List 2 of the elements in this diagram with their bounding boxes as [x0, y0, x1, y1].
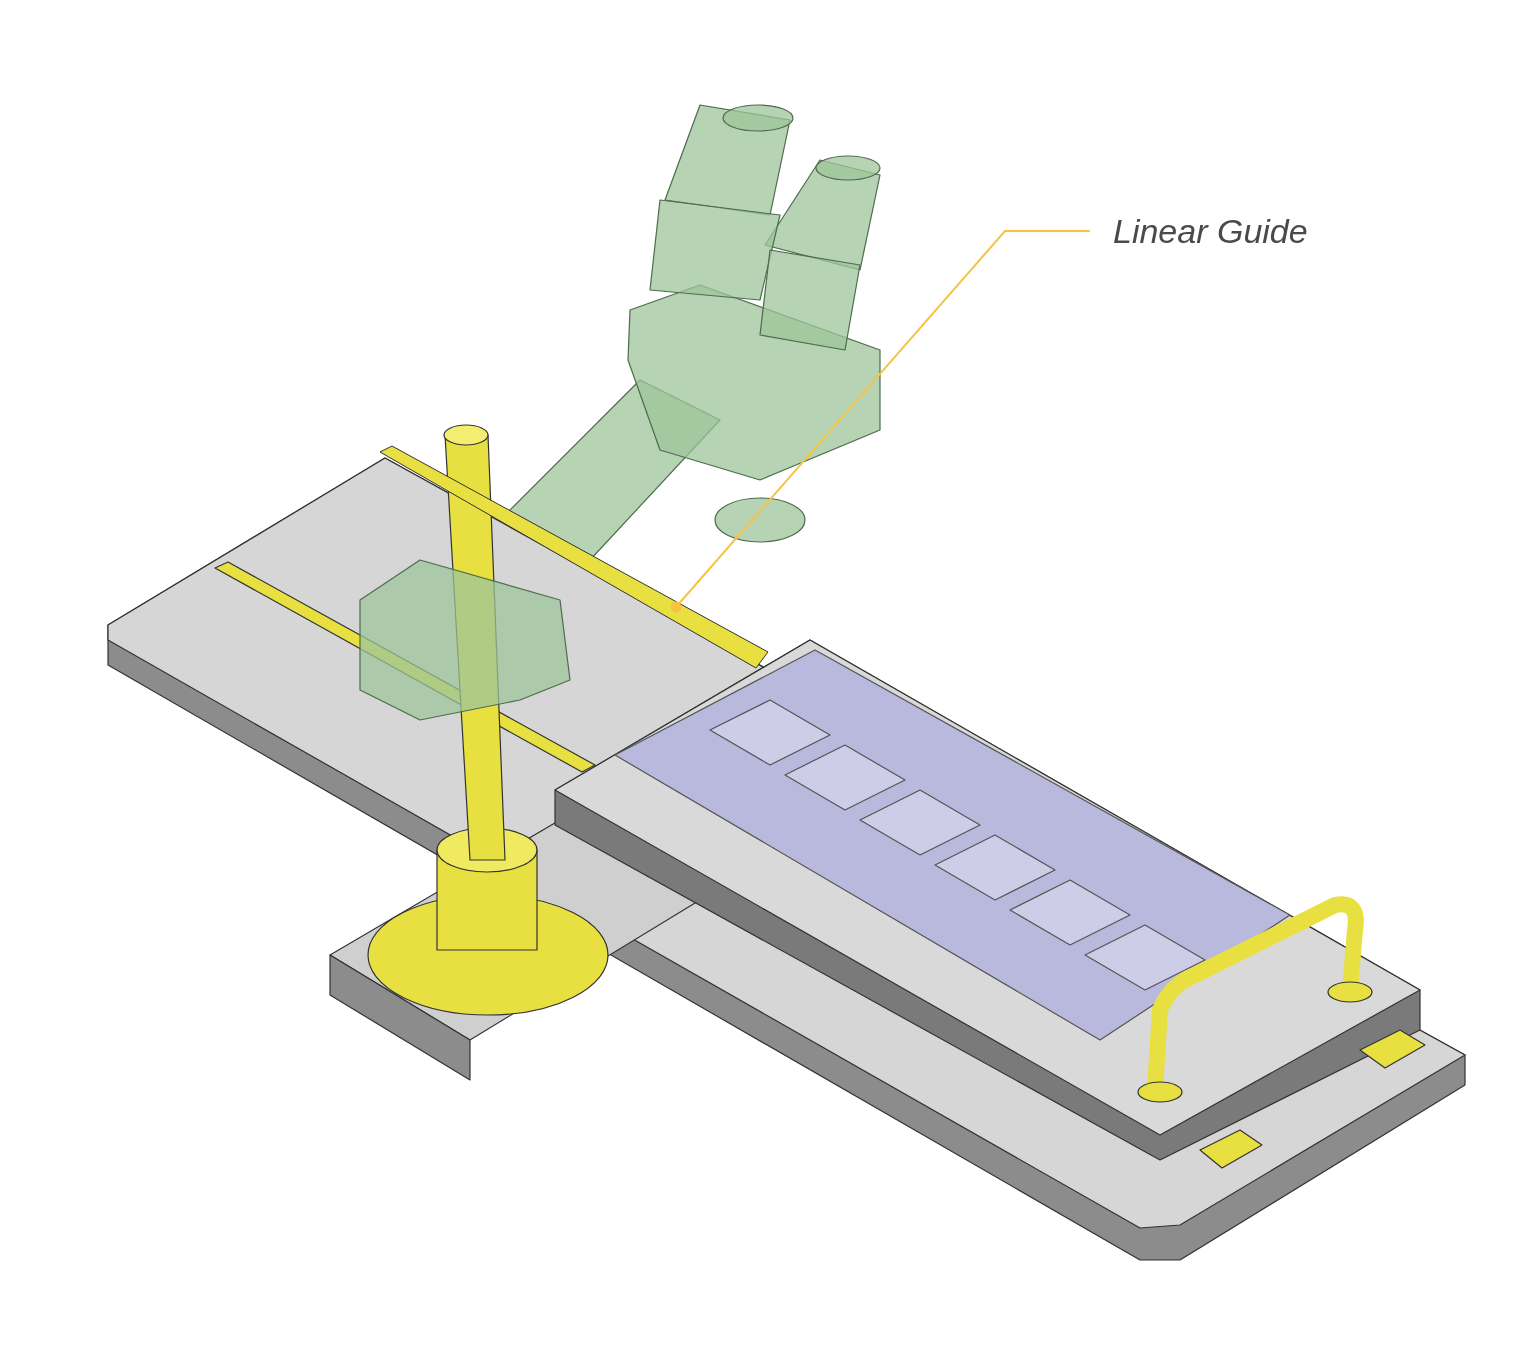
callout-label: Linear Guide	[1113, 212, 1308, 251]
leader-line	[670, 230, 1091, 613]
